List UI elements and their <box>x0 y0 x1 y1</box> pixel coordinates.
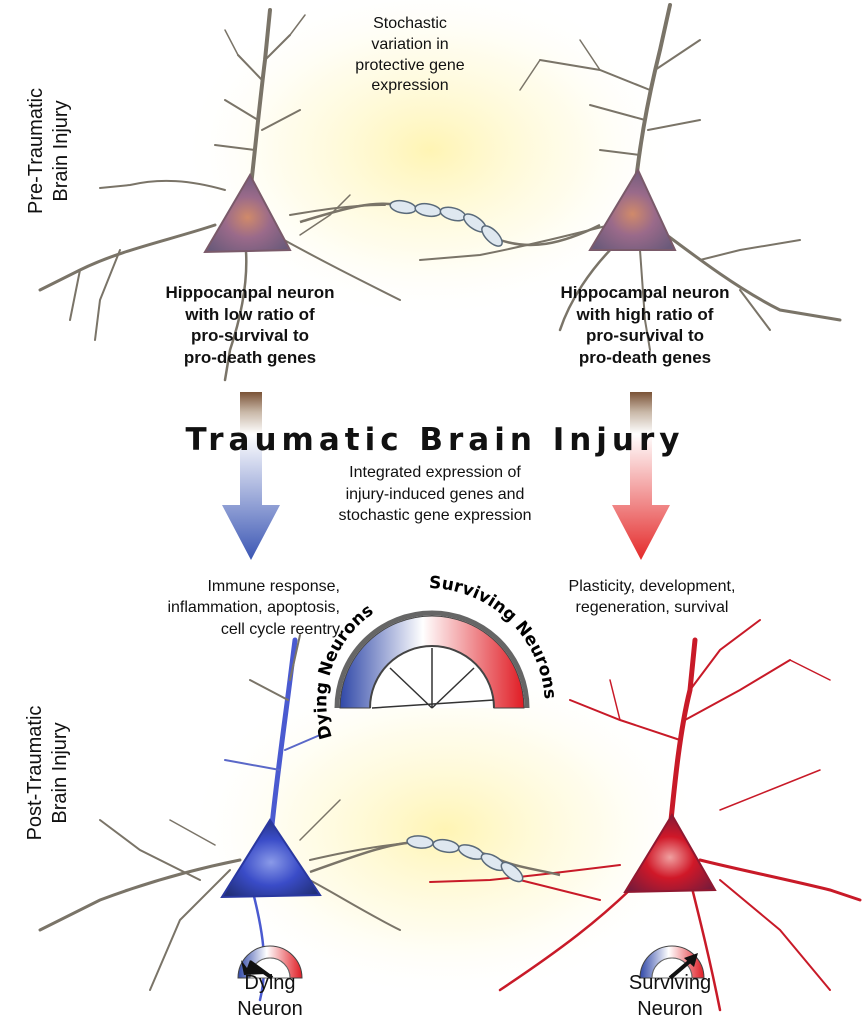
diagram-title: Traumatic Brain Injury <box>150 420 720 460</box>
right-response-line: regeneration, survival <box>532 597 772 618</box>
gauge-icon <box>337 613 527 708</box>
surviving-neuron-line: Surviving <box>595 970 745 996</box>
integrated-expression-text: Integrated expression of injury-induced … <box>305 462 565 527</box>
dying-neuron-label: Dying Neuron <box>200 970 340 1022</box>
left-response-line: cell cycle reentry <box>100 619 340 640</box>
stochastic-line: Stochastic <box>320 14 500 35</box>
left-desc-line: Hippocampal neuron <box>150 282 350 304</box>
stochastic-text: Stochastic variation in protective gene … <box>320 14 500 97</box>
pre-injury-label: Pre-Traumatic Brain Injury <box>24 76 74 226</box>
left-response-line: Immune response, <box>100 576 340 597</box>
right-desc-line: Hippocampal neuron <box>540 282 750 304</box>
integrated-line: Integrated expression of <box>305 462 565 484</box>
integrated-line: stochastic gene expression <box>305 505 565 527</box>
right-neuron-description: Hippocampal neuron with high ratio of pr… <box>540 282 750 368</box>
left-response-text: Immune response, inflammation, apoptosis… <box>100 576 340 640</box>
pre-injury-line: Brain Injury <box>49 76 74 226</box>
down-arrow-icon <box>612 392 670 560</box>
right-response-text: Plasticity, development, regeneration, s… <box>532 576 772 619</box>
stochastic-line: variation in <box>320 35 500 56</box>
pre-injury-line: Pre-Traumatic <box>24 76 49 226</box>
surviving-neuron-label: Surviving Neuron <box>595 970 745 1022</box>
right-desc-line: pro-death genes <box>540 347 750 369</box>
stochastic-line: protective gene <box>320 56 500 77</box>
right-desc-line: with high ratio of <box>540 304 750 326</box>
integrated-line: injury-induced genes and <box>305 484 565 506</box>
right-desc-line: pro-survival to <box>540 325 750 347</box>
left-response-line: inflammation, apoptosis, <box>100 597 340 618</box>
stochastic-line: expression <box>320 76 500 97</box>
post-injury-label: Post-Traumatic Brain Injury <box>23 693 73 853</box>
post-injury-line: Post-Traumatic <box>23 693 48 853</box>
left-desc-line: with low ratio of <box>150 304 350 326</box>
down-arrow-icon <box>222 392 280 560</box>
right-response-line: Plasticity, development, <box>532 576 772 597</box>
dying-neuron-line: Neuron <box>200 996 340 1022</box>
left-neuron-description: Hippocampal neuron with low ratio of pro… <box>150 282 350 368</box>
surviving-neuron-line: Neuron <box>595 996 745 1022</box>
left-desc-line: pro-death genes <box>150 347 350 369</box>
left-desc-line: pro-survival to <box>150 325 350 347</box>
post-injury-line: Brain Injury <box>48 693 73 853</box>
dying-neuron-line: Dying <box>200 970 340 996</box>
